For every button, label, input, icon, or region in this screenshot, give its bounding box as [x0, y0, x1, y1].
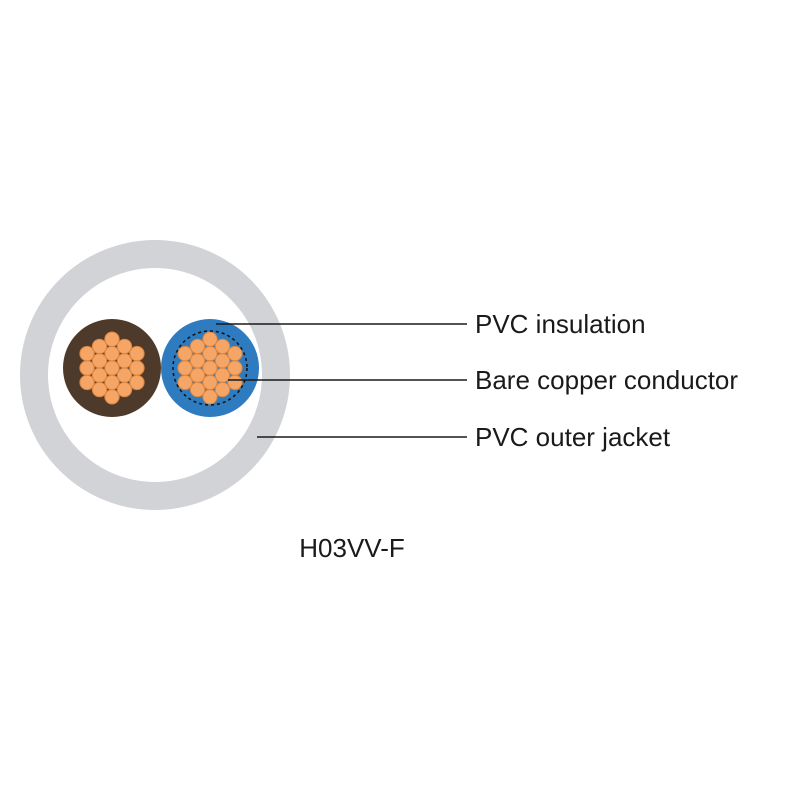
copper-strand — [116, 381, 133, 398]
copper-strand — [214, 381, 231, 398]
copper-strand — [189, 367, 206, 383]
copper-strand — [189, 381, 206, 398]
copper-strand — [116, 367, 133, 383]
label-pvc-insulation: PVC insulation — [475, 309, 646, 339]
copper-strand — [202, 360, 218, 376]
copper-strand — [202, 374, 218, 391]
copper-strand — [214, 367, 231, 383]
copper-strand — [116, 353, 133, 369]
blue-conductor — [161, 319, 259, 417]
copper-strand — [91, 353, 108, 369]
copper-strand — [104, 374, 120, 391]
copper-strand — [79, 345, 95, 362]
copper-strand — [129, 345, 145, 362]
copper-strand-bundle-blue — [177, 331, 243, 405]
copper-strand — [104, 360, 120, 376]
copper-strand — [91, 381, 108, 398]
copper-strand — [189, 353, 206, 369]
copper-strand — [104, 389, 120, 405]
copper-strand — [202, 331, 218, 347]
diagram-caption: H03VV-F — [299, 533, 405, 563]
copper-strand — [227, 345, 243, 362]
copper-strand — [214, 338, 231, 355]
copper-strand — [104, 331, 120, 347]
copper-strand — [79, 374, 95, 391]
leader-lines — [216, 323, 467, 438]
conductor-dashed-outline — [172, 330, 248, 406]
copper-strand — [91, 338, 108, 355]
copper-strand — [202, 345, 218, 362]
copper-strand — [214, 353, 231, 369]
copper-strand — [79, 360, 95, 376]
copper-strand — [129, 374, 145, 391]
copper-strand — [202, 389, 218, 405]
copper-strand — [227, 360, 243, 376]
label-bare-copper-conductor: Bare copper conductor — [475, 365, 738, 395]
copper-strand — [129, 360, 145, 376]
copper-strand — [104, 345, 120, 362]
copper-strand — [116, 338, 133, 355]
copper-strand — [177, 374, 193, 391]
copper-strand — [177, 360, 193, 376]
copper-strand — [227, 374, 243, 391]
copper-strand-bundle-brown — [79, 331, 145, 405]
brown-conductor — [63, 319, 161, 417]
copper-strand — [177, 345, 193, 362]
label-pvc-outer-jacket: PVC outer jacket — [475, 422, 671, 452]
copper-strand — [189, 338, 206, 355]
copper-strand — [91, 367, 108, 383]
